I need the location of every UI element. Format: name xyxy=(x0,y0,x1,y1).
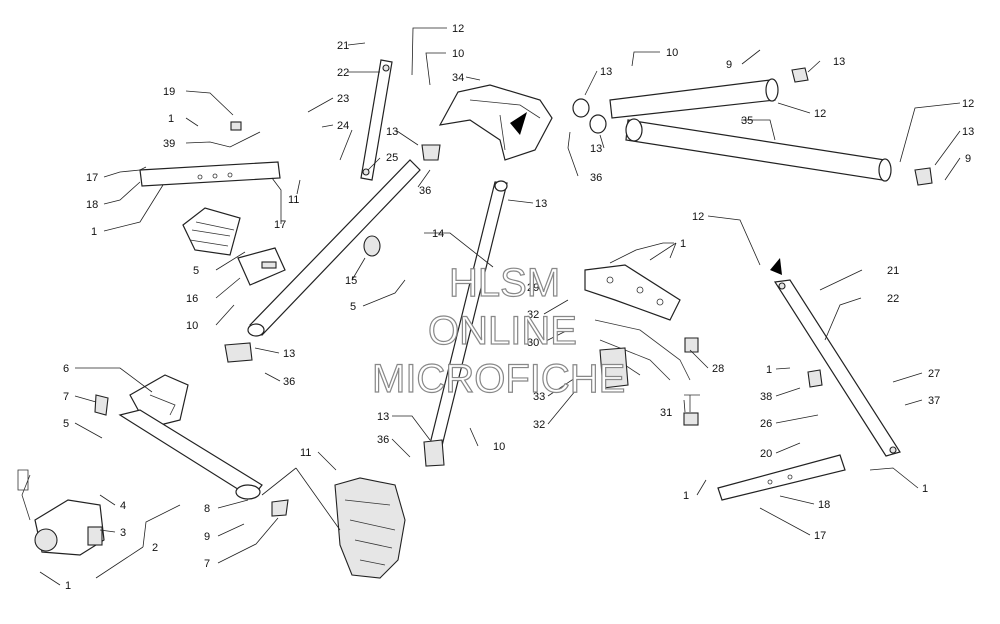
callout-13: 13 xyxy=(833,56,845,68)
callout-3: 3 xyxy=(120,527,126,539)
callout-36: 36 xyxy=(419,185,431,197)
callout-9: 9 xyxy=(965,153,971,165)
callout-1: 1 xyxy=(91,226,97,238)
callout-1: 1 xyxy=(680,238,686,250)
callout-33: 33 xyxy=(533,391,545,403)
callout-36: 36 xyxy=(283,376,295,388)
callout-1: 1 xyxy=(766,364,772,376)
callout-19: 19 xyxy=(163,86,175,98)
callout-18: 18 xyxy=(818,499,830,511)
callout-7: 7 xyxy=(204,558,210,570)
callout-11: 11 xyxy=(300,447,311,459)
callout-13: 13 xyxy=(535,198,547,210)
module-16 xyxy=(182,207,241,256)
callout-34: 34 xyxy=(452,72,464,84)
callout-10: 10 xyxy=(493,441,505,453)
callout-37: 37 xyxy=(928,395,940,407)
callout-6: 6 xyxy=(63,363,69,375)
callout-2: 2 xyxy=(152,542,158,554)
watermark-line-2: ONLINE xyxy=(428,309,577,353)
callout-38: 38 xyxy=(760,391,772,403)
shaft-8 xyxy=(118,409,263,499)
callout-1: 1 xyxy=(65,580,71,592)
strut-22-right xyxy=(773,279,901,457)
watermark-line-1: HLSM xyxy=(449,261,560,305)
callout-13: 13 xyxy=(377,411,389,423)
callout-labels: 21 12 10 22 34 23 24 13 25 11 36 19 1 39… xyxy=(63,23,974,592)
callout-9: 9 xyxy=(726,59,732,71)
callout-22: 22 xyxy=(887,293,899,305)
callout-10: 10 xyxy=(452,48,464,60)
diagram-parts xyxy=(17,59,933,579)
harness-bracket-29 xyxy=(584,264,681,321)
callout-17: 17 xyxy=(814,530,826,542)
callout-22: 22 xyxy=(337,67,349,79)
frame-bar-18-right xyxy=(717,454,846,501)
tube-35-lower xyxy=(625,119,886,181)
callout-leaders xyxy=(39,27,961,586)
callout-9: 9 xyxy=(204,531,210,543)
callout-12: 12 xyxy=(962,98,974,110)
callout-12: 12 xyxy=(692,211,704,223)
callout-25: 25 xyxy=(386,152,398,164)
callout-15: 15 xyxy=(345,275,357,287)
callout-20: 20 xyxy=(760,448,772,460)
callout-21: 21 xyxy=(337,40,349,52)
callout-11: 11 xyxy=(288,194,299,206)
callout-29: 29 xyxy=(527,282,539,294)
watermark-line-3: MICROFICHE xyxy=(372,357,625,401)
callout-27: 27 xyxy=(928,368,940,380)
callout-4: 4 xyxy=(120,500,126,512)
engine-block xyxy=(334,477,406,579)
callout-36: 36 xyxy=(590,172,602,184)
callout-5: 5 xyxy=(350,301,356,313)
callout-1: 1 xyxy=(168,113,174,125)
callout-23: 23 xyxy=(337,93,349,105)
callout-13: 13 xyxy=(283,348,295,360)
callout-32: 32 xyxy=(527,309,539,321)
callout-1: 1 xyxy=(922,483,928,495)
callout-32: 32 xyxy=(533,419,545,431)
callout-12: 12 xyxy=(814,108,826,120)
callout-1: 1 xyxy=(683,490,689,502)
watermark: HLSM ONLINE MICROFICHE xyxy=(371,260,626,401)
tube-35-upper xyxy=(609,79,776,119)
callout-28: 28 xyxy=(712,363,724,375)
callout-5: 5 xyxy=(63,418,69,430)
strut-22-left xyxy=(360,59,393,181)
tube-14 xyxy=(249,159,421,336)
callout-13: 13 xyxy=(962,126,974,138)
callout-13: 13 xyxy=(600,66,612,78)
frame-bar-18-left xyxy=(139,161,281,187)
callout-5: 5 xyxy=(193,265,199,277)
callout-10: 10 xyxy=(186,320,198,332)
callout-12: 12 xyxy=(452,23,464,35)
arrow-marker-upper xyxy=(510,112,527,135)
coil-30 xyxy=(599,347,629,389)
callout-30: 30 xyxy=(527,337,539,349)
callout-7: 7 xyxy=(63,391,69,403)
callout-26: 26 xyxy=(760,418,772,430)
arrow-marker-right xyxy=(770,258,782,275)
callout-13: 13 xyxy=(590,143,602,155)
callout-24: 24 xyxy=(337,120,349,132)
callout-16: 16 xyxy=(186,293,198,305)
callout-17: 17 xyxy=(86,172,98,184)
callout-36: 36 xyxy=(377,434,389,446)
callout-8: 8 xyxy=(204,503,210,515)
bracket-34 xyxy=(438,84,553,161)
callout-14: 14 xyxy=(432,228,444,240)
callout-18: 18 xyxy=(86,199,98,211)
callout-17: 17 xyxy=(274,219,286,231)
callout-10: 10 xyxy=(666,47,678,59)
callout-31: 31 xyxy=(660,407,672,419)
callout-35: 35 xyxy=(741,115,753,127)
callout-21: 21 xyxy=(887,265,899,277)
callout-39: 39 xyxy=(163,138,175,150)
callout-13: 13 xyxy=(386,126,398,138)
